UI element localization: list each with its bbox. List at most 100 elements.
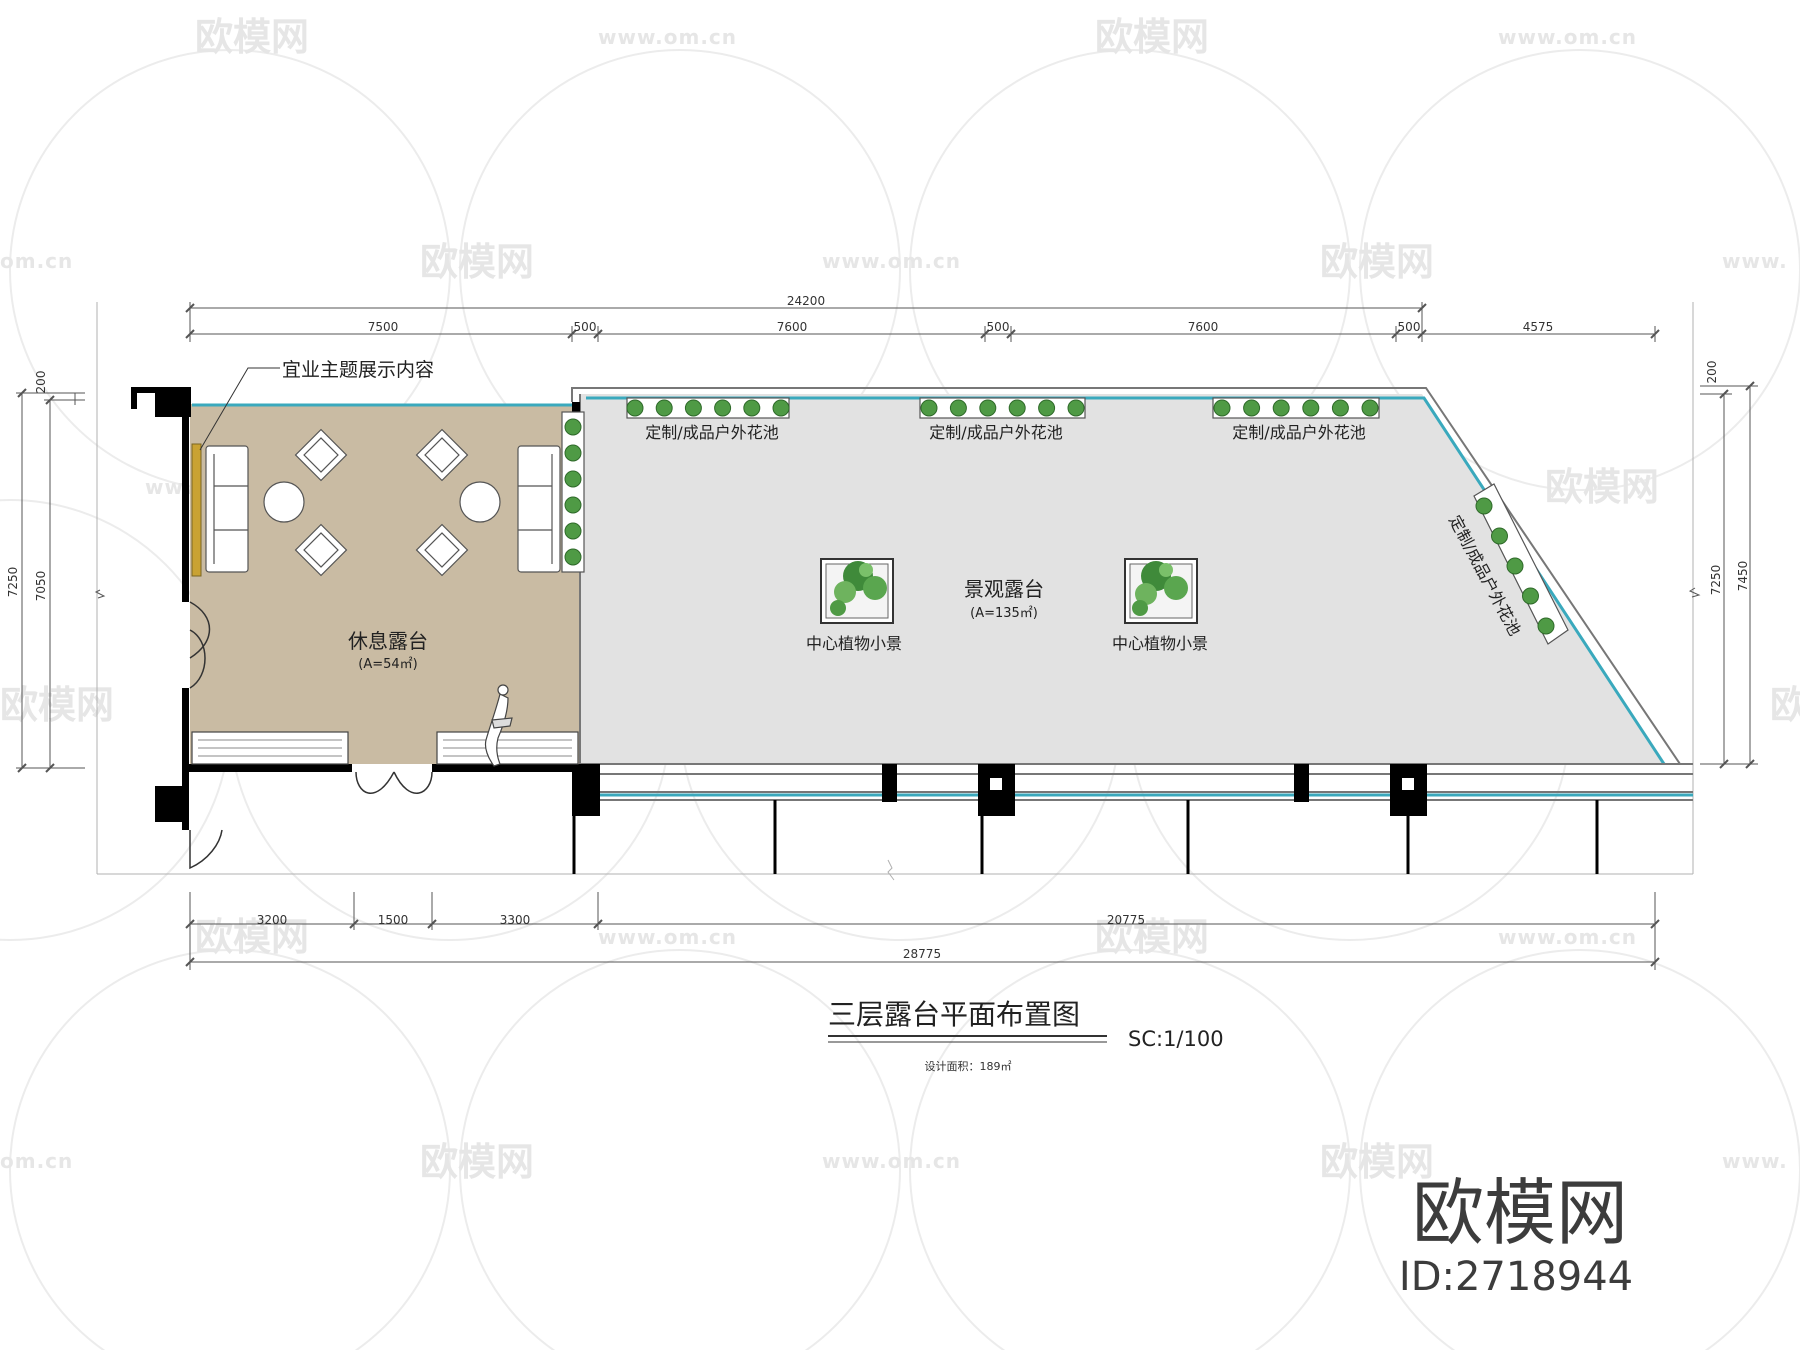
entry-doors <box>189 601 433 870</box>
dim-top-6: 4575 <box>1523 320 1554 334</box>
left-dimension-chain <box>16 388 106 773</box>
shrub <box>564 496 582 514</box>
glass-railing <box>192 396 1693 797</box>
shrub <box>949 399 967 417</box>
armchair <box>294 428 348 482</box>
wood-benches <box>191 731 579 765</box>
plan-scale: SC:1/100 <box>1128 1027 1224 1051</box>
dim-bottom-1: 1500 <box>378 913 409 927</box>
landscape-terrace-area: (A=135㎡) <box>970 606 1038 621</box>
shrub <box>1213 399 1231 417</box>
shrub <box>1522 587 1539 605</box>
shrub <box>1038 399 1056 417</box>
shrub <box>714 399 732 417</box>
planter-label: 定制/成品户外花池 <box>1232 423 1365 442</box>
dim-left-inner: 7050 <box>34 571 48 602</box>
shrub <box>564 548 582 566</box>
person-figure <box>484 684 513 767</box>
shrubs <box>564 399 1555 635</box>
center-plants <box>1132 561 1188 616</box>
watermark-url: www.om.cn <box>822 1149 961 1173</box>
dim-left-small: 200 <box>34 371 48 394</box>
theme-display-label: 宜业主题展示内容 <box>282 359 434 381</box>
dim-bottom-total: 28775 <box>903 947 941 961</box>
shrub <box>1331 399 1349 417</box>
dim-left-outer: 7250 <box>6 567 20 598</box>
watermark-url: om.cn <box>0 1149 73 1173</box>
column-voids <box>990 778 1414 790</box>
watermark-url: www.om.cn <box>598 25 737 49</box>
watermark-url: www.om.cn <box>598 925 737 949</box>
design-area: 设计面积：189㎡ <box>925 1060 1012 1073</box>
watermark-logo: 欧模网 <box>1320 1140 1434 1184</box>
planter-box-vertical <box>561 411 585 573</box>
shrub <box>1475 497 1493 515</box>
shrub <box>564 522 582 540</box>
rest-terrace-area: (A=54㎡) <box>358 657 417 672</box>
center-plant-label: 中心植物小景 <box>806 634 902 653</box>
sofa-right <box>517 445 561 573</box>
shrub <box>1361 399 1379 417</box>
shrub <box>564 444 582 462</box>
dim-top-total: 24200 <box>787 294 825 308</box>
planter-box <box>919 397 1086 419</box>
dim-bottom-3: 20775 <box>1107 913 1145 927</box>
center-planting-bed <box>820 558 894 624</box>
brand-logo-text: 欧模网 <box>1412 1171 1628 1255</box>
dim-right-outer: 7450 <box>1736 561 1750 592</box>
watermark-logo: 欧模网 <box>1320 240 1434 284</box>
drawing-frame <box>96 302 1694 881</box>
watermark-logo: 欧模网 <box>420 1140 534 1184</box>
planter-box <box>1212 397 1380 419</box>
watermark-logo: 欧模网 <box>195 915 309 959</box>
dim-top-0: 7500 <box>368 320 399 334</box>
watermark-logo: 欧模网 <box>1095 915 1209 959</box>
shrub <box>979 399 997 417</box>
shrub <box>684 399 702 417</box>
shrub <box>920 399 938 417</box>
planter-box <box>626 397 790 419</box>
rest-terrace-floor <box>190 404 580 764</box>
armchair <box>415 428 469 482</box>
dim-top-3: 500 <box>987 320 1010 334</box>
dim-top-2: 7600 <box>777 320 808 334</box>
bottom-dimension-labels: 3200 1500 3300 20775 28775 <box>257 913 1145 961</box>
armchair <box>415 523 469 577</box>
dim-top-1: 500 <box>574 320 597 334</box>
lounge-chairs <box>263 428 501 577</box>
dim-bottom-2: 3300 <box>500 913 531 927</box>
shrub <box>1302 399 1320 417</box>
top-dimension-chain <box>185 302 1660 342</box>
rest-terrace-name: 休息露台 <box>348 629 428 653</box>
watermark-logo: 欧模网 <box>420 240 534 284</box>
sofa-left <box>205 445 249 573</box>
top-dimension-labels: 24200 7500 500 7600 500 7600 500 4575 <box>368 294 1554 334</box>
watermark-logo: 欧模网 <box>1770 683 1800 727</box>
watermark-logo: 欧模网 <box>195 15 309 59</box>
shrub <box>1067 399 1085 417</box>
watermark-url: www. <box>1722 1149 1788 1173</box>
armchair <box>294 523 348 577</box>
shrub <box>743 399 761 417</box>
watermark-url: www.om.cn <box>1498 925 1637 949</box>
watermark-url: om.cn <box>0 249 73 273</box>
dim-bottom-0: 3200 <box>257 913 288 927</box>
shrub <box>1243 399 1261 417</box>
shrub <box>1491 527 1508 545</box>
bottom-dimension-chain <box>185 892 1660 970</box>
plan-title: 三层露台平面布置图 <box>828 998 1080 1031</box>
shrub <box>626 399 644 417</box>
watermark-url: www. <box>1722 249 1788 273</box>
watermark-url: www.om.cn <box>822 249 961 273</box>
center-planting-bed <box>1124 558 1198 624</box>
shrub <box>564 418 582 436</box>
center-plants <box>830 561 887 616</box>
shrub <box>564 470 582 488</box>
walls <box>131 387 1427 830</box>
planter-label: 定制/成品户外花池 <box>645 423 778 442</box>
dim-right-small: 200 <box>1705 361 1719 384</box>
watermark-url: www.om.cn <box>1498 25 1637 49</box>
dim-top-5: 500 <box>1398 320 1421 334</box>
shrub <box>772 399 790 417</box>
